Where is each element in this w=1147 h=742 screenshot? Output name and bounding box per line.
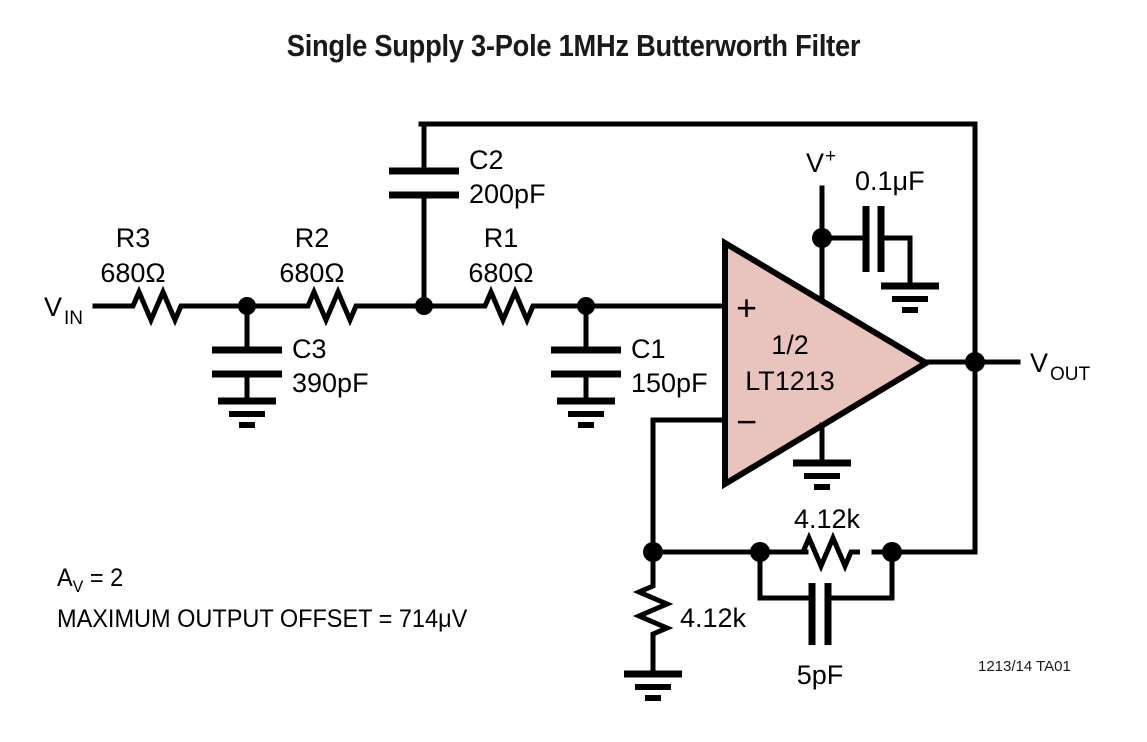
feedback-resistor-value-label: 4.12k [794, 504, 861, 534]
r3-ref-label: R3 [116, 223, 151, 253]
capacitor-bypass-symbol [819, 206, 913, 288]
wire-opamp-output-to-vout [921, 359, 1021, 555]
figure-title: Single Supply 3-Pole 1MHz Butterworth Fi… [286, 28, 861, 63]
label-bypass-cap: 0.1μF [855, 166, 925, 196]
label-c2: C2 200pF [469, 145, 546, 209]
label-r2: R2 680Ω [279, 223, 344, 288]
feedback-cap-value-label: 5pF [797, 660, 844, 690]
vplus-label-main: V [806, 148, 824, 178]
label-vplus: V + [806, 146, 836, 178]
c1-ref-label: C1 [631, 334, 666, 364]
opamp-plus-label: + [736, 287, 757, 328]
opamp-line2-label: LT1213 [745, 366, 835, 396]
capacitor-feedback-symbol [757, 552, 895, 645]
r2-ref-label: R2 [295, 223, 330, 253]
junction-dot-nodeC [577, 297, 595, 315]
vin-label-main: V [44, 292, 62, 322]
junction-dot-nodeB [415, 297, 433, 315]
label-gain-resistor: 4.12k [680, 603, 747, 633]
capacitor-c2-symbol [389, 121, 459, 309]
c2-ref-label: C2 [469, 145, 504, 175]
opamp-minus-label: − [736, 401, 757, 442]
ground-symbol-c1 [557, 397, 615, 428]
opamp-lt1213 [722, 237, 932, 490]
junction-dot-vout [965, 352, 985, 372]
wire-inverting-input [650, 417, 727, 555]
opamp-line1-label: 1/2 [771, 330, 809, 360]
label-vout: V OUT [1030, 348, 1091, 385]
gain-expression: = 2 [83, 564, 124, 592]
vout-label-main: V [1030, 348, 1048, 378]
resistor-r3-symbol [123, 285, 193, 327]
c3-value-label: 390pF [292, 368, 369, 398]
r3-value-label: 680Ω [100, 258, 165, 288]
junction-dot-vplus [812, 228, 832, 248]
label-feedback-resistor: 4.12k [794, 504, 861, 534]
gain-subscript: V [72, 577, 84, 596]
ground-symbol-opamp [793, 459, 851, 490]
gain-symbol: A [57, 564, 73, 592]
c3-ref-label: C3 [292, 334, 327, 364]
wire-top-feedback-rail [418, 121, 978, 365]
label-vin: V IN [44, 292, 83, 329]
document-id: 1213/14 TA01 [978, 658, 1071, 675]
r1-ref-label: R1 [484, 223, 519, 253]
junction-dot-nodeA [238, 297, 256, 315]
junction-dot-feedback-left [750, 542, 770, 562]
capacitor-c1-symbol [551, 303, 621, 403]
resistor-r2-symbol [298, 285, 368, 327]
offset-note: MAXIMUM OUTPUT OFFSET = 714μV [57, 605, 468, 633]
capacitor-c3-symbol [212, 303, 282, 403]
resistor-r1-symbol [475, 285, 545, 327]
label-feedback-cap: 5pF [797, 660, 844, 690]
gain-note: AV = 2 [57, 562, 467, 603]
ground-symbol-bypass [881, 282, 939, 313]
label-r3: R3 680Ω [100, 223, 165, 288]
junction-dot-feedback-right [882, 542, 902, 562]
resistor-gain-symbol [632, 549, 674, 676]
design-notes: AV = 2 MAXIMUM OUTPUT OFFSET = 714μV [57, 562, 467, 636]
junction-dot-gain-tap [643, 542, 663, 562]
gain-resistor-value-label: 4.12k [680, 603, 747, 633]
resistor-feedback-symbol [795, 531, 860, 573]
label-opamp: + − 1/2 LT1213 [736, 287, 835, 442]
vout-label-sub: OUT [1050, 364, 1091, 385]
vin-label-sub: IN [64, 308, 83, 329]
ground-symbol-c3 [218, 397, 276, 428]
ground-symbol-gain-resistor [624, 670, 682, 701]
c1-value-label: 150pF [631, 368, 708, 398]
r1-value-label: 680Ω [468, 258, 533, 288]
label-r1: R1 680Ω [468, 223, 533, 288]
label-c1: C1 150pF [631, 334, 708, 398]
vplus-label-sup: + [825, 146, 836, 167]
label-c3: C3 390pF [292, 334, 369, 398]
r2-value-label: 680Ω [279, 258, 344, 288]
c2-value-label: 200pF [469, 179, 546, 209]
bypass-cap-value-label: 0.1μF [855, 166, 925, 196]
